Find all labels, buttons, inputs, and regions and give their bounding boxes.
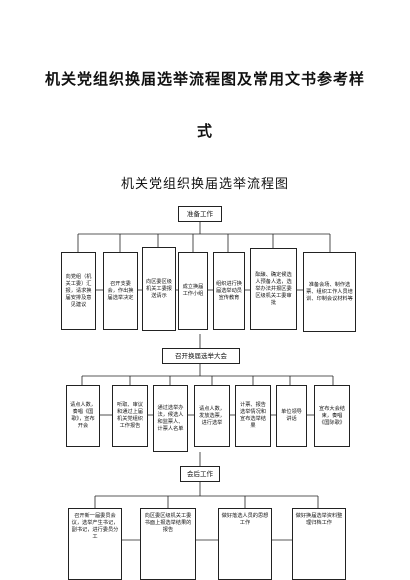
document-title-line1: 机关党组织换届选举流程图及常用文书参考样 — [44, 70, 365, 88]
flow-step: 向区委区级机关工委书面上报选举结果的报告 — [140, 508, 196, 580]
flow-step: 单位领导讲话 — [276, 385, 307, 447]
flow-step: 成立换届工作小组 — [178, 252, 208, 330]
flow-step: 组织进行换届选举动员宣传教育 — [213, 252, 245, 330]
flow-step: 计票、报告选举情况和宣布选举结果 — [235, 385, 271, 447]
flow-step: 做好换届选举资料整理归档工作 — [292, 508, 346, 580]
flow-step: 请点人数，奏唱《国歌》，宣布开会 — [66, 385, 100, 447]
stage-header-post-election: 会后工作 — [180, 466, 220, 482]
flowchart-title: 机关党组织换届选举流程图 — [120, 177, 289, 192]
flow-step: 通过选举办法，候选人和监票人、计票人名单 — [153, 385, 188, 452]
flow-step: 向党组（机关工委）汇报，请求换届安排及意见建议 — [61, 252, 96, 330]
flow-step: 做好落选人员的思想工作 — [218, 508, 272, 580]
flow-step: 听取、审议和通过上届机关党组织工作报告 — [112, 385, 148, 447]
flow-step: 召开支委会，作出换届选举决定 — [103, 252, 138, 330]
document-title-line2: 式 — [196, 122, 213, 140]
flow-step: 向区委区级机关工委报送请示 — [142, 247, 176, 331]
flow-step: 准备会场、制作选票、组织工作人员培训、印制会议材料等 — [303, 252, 356, 332]
flow-step: 请点人数，发放选票，进行选举 — [194, 385, 230, 447]
flow-step: 酝酿、确定候选人预备人选，选举办法并报区委区级机关工委审批 — [250, 248, 297, 330]
flow-step: 宣布大会结束，奏唱《国际歌》 — [314, 385, 350, 447]
stage-header-preparation: 准备工作 — [178, 206, 222, 222]
stage-header-election-meeting: 召开换届选举大会 — [162, 348, 240, 364]
flow-step: 召开新一届委员会议，选举产生书记，副书记，进行委员分工 — [68, 508, 122, 580]
